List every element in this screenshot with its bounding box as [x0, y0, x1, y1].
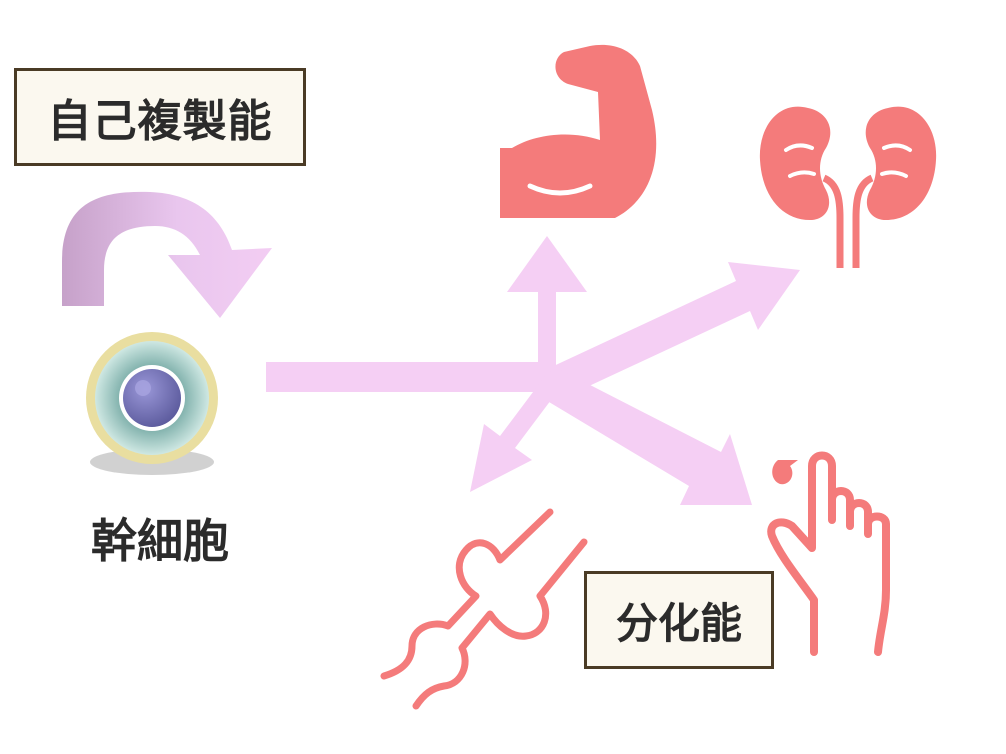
muscle-icon: [500, 44, 657, 218]
kidney-icon: [759, 106, 937, 268]
arrow-to-joint: [470, 376, 560, 492]
arrow-to-kidney: [545, 262, 800, 400]
stem-cell-label: 幹細胞: [91, 514, 229, 568]
differentiation-arrows: [266, 236, 800, 505]
stem-cell-icon: [86, 332, 218, 475]
differentiation-label: 分化能: [584, 571, 774, 669]
finger-icon: [767, 451, 890, 656]
main-arrow-shaft: [266, 362, 552, 392]
arrow-to-finger: [539, 366, 752, 505]
joint-bone-icon: [380, 508, 588, 710]
arrow-to-muscle: [507, 236, 587, 380]
self-renewal-arrow: [62, 191, 272, 318]
self-renewal-label: 自己複製能: [14, 68, 306, 166]
